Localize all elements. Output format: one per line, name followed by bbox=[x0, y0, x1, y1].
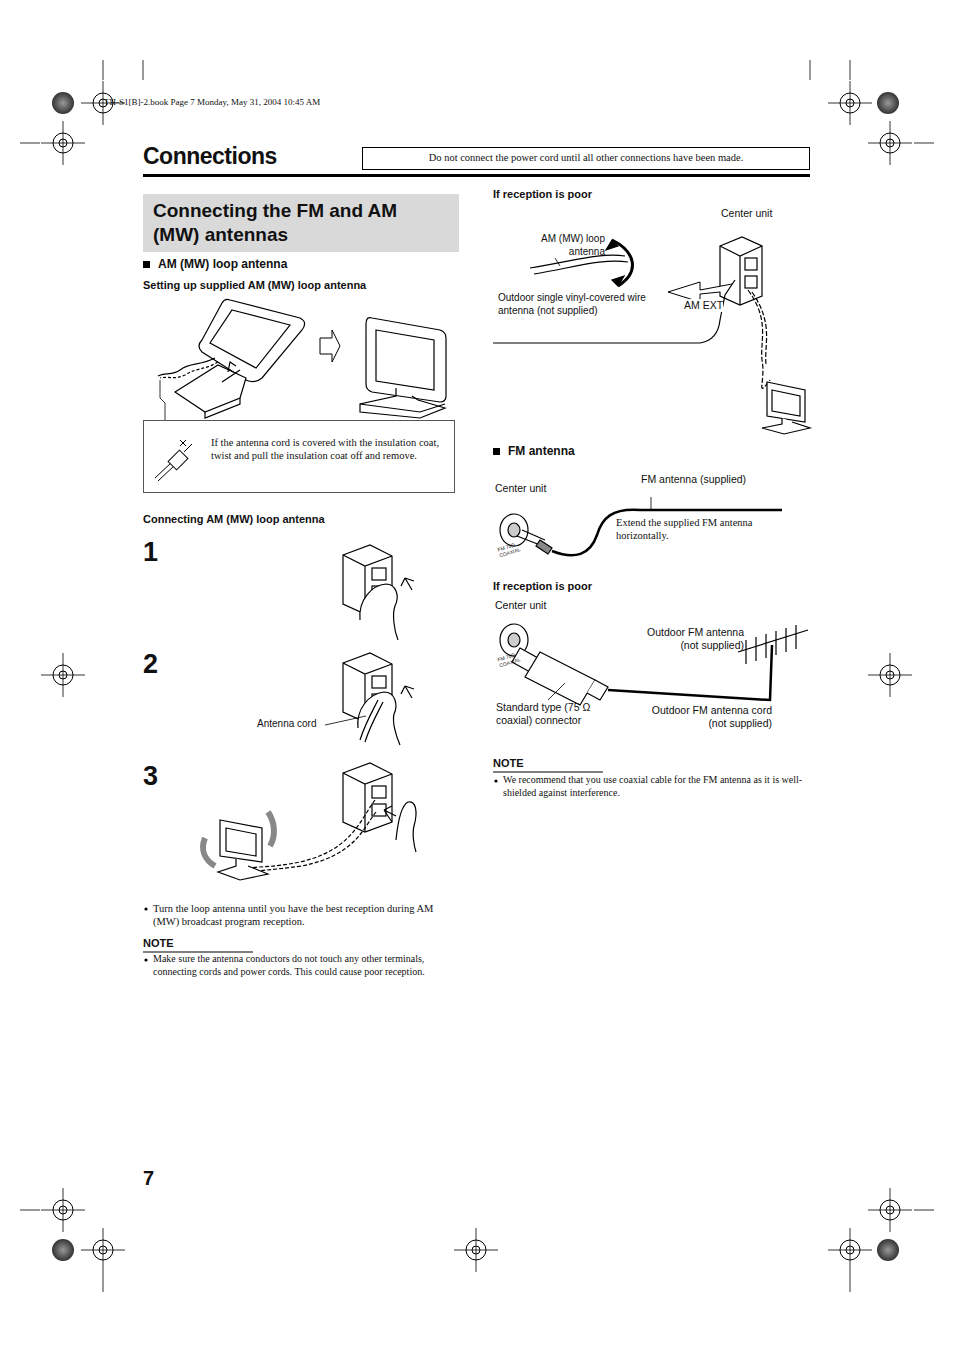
note-heading: NOTE bbox=[143, 937, 174, 951]
part-label: Center unit bbox=[495, 599, 546, 612]
crop-marks bbox=[20, 60, 934, 1292]
part-label: Outdoor FM antenna cord (not supplied) bbox=[640, 704, 772, 730]
terminal-step-3 bbox=[203, 763, 416, 880]
part-label: Antenna cord bbox=[257, 718, 317, 731]
section-bullet bbox=[493, 448, 500, 455]
section-heading: FM antenna bbox=[508, 444, 575, 459]
tip-box: If the antenna cord is covered with the … bbox=[143, 420, 455, 493]
part-label: Center unit bbox=[495, 482, 546, 495]
loop-antenna-standing bbox=[360, 318, 446, 418]
node-text: If the antenna cord is covered with the … bbox=[211, 436, 444, 462]
part-label: FM antenna (supplied) bbox=[641, 473, 746, 486]
jack-label: FM 75Ω COAXIAL bbox=[497, 540, 525, 558]
bullet bbox=[494, 779, 497, 782]
leader-line bbox=[651, 497, 652, 510]
part-label: Outdoor single vinyl-covered wire antenn… bbox=[498, 292, 670, 317]
bullet bbox=[144, 958, 147, 961]
node-text: Connecting the FM and AM (MW) antennas bbox=[153, 199, 398, 247]
part-label: AM (MW) loop antenna bbox=[520, 233, 605, 258]
step-number: 3 bbox=[143, 760, 158, 794]
sub-heading: Connecting AM (MW) loop antenna bbox=[143, 513, 325, 527]
terminal-step-2 bbox=[343, 653, 414, 745]
leader-line bbox=[548, 683, 565, 700]
node-text: Do not connect the power cord until all … bbox=[369, 151, 803, 164]
page-title: Connections bbox=[143, 142, 277, 171]
terminal-label: AM EXT bbox=[684, 299, 723, 312]
part-label: Outdoor FM antenna (not supplied) bbox=[632, 626, 744, 652]
title-rule bbox=[143, 174, 810, 177]
instruction-text: Turn the loop antenna until you have the… bbox=[153, 902, 455, 928]
step-number: 1 bbox=[143, 536, 158, 570]
page-number: 7 bbox=[143, 1166, 154, 1191]
section-band: Connecting the FM and AM (MW) antennas bbox=[143, 194, 459, 252]
sub-heading: Setting up supplied AM (MW) loop antenna bbox=[143, 279, 366, 293]
step-number: 2 bbox=[143, 648, 158, 682]
part-label: Standard type (75 Ω coaxial) connector bbox=[496, 701, 614, 727]
sub-heading: If reception is poor bbox=[493, 580, 592, 594]
leader-line bbox=[325, 716, 366, 725]
leader-line bbox=[555, 258, 560, 266]
arrow-symbol bbox=[320, 330, 340, 362]
am-ext-illustration bbox=[493, 237, 810, 434]
note-heading: NOTE bbox=[493, 757, 524, 771]
wire-strip-icon bbox=[155, 440, 192, 481]
callout-line bbox=[160, 380, 165, 420]
file-header: TH-S1[B]-2.book Page 7 Monday, May 31, 2… bbox=[104, 97, 320, 108]
section-heading: AM (MW) loop antenna bbox=[158, 257, 287, 272]
outdoor-fm-illustration bbox=[500, 624, 808, 705]
instruction-text: Extend the supplied FM antenna horizonta… bbox=[616, 516, 791, 542]
note-text: We recommend that you use coaxial cable … bbox=[503, 774, 815, 799]
section-bullet bbox=[143, 261, 150, 268]
note-text: Make sure the antenna conductors do not … bbox=[153, 953, 463, 978]
warning-box: Do not connect the power cord until all … bbox=[362, 147, 810, 170]
loop-antenna-flat bbox=[158, 299, 305, 418]
part-label: Center unit bbox=[721, 207, 772, 220]
terminal-step-1 bbox=[343, 545, 414, 640]
bullet bbox=[144, 907, 147, 910]
sub-heading: If reception is poor bbox=[493, 188, 592, 202]
